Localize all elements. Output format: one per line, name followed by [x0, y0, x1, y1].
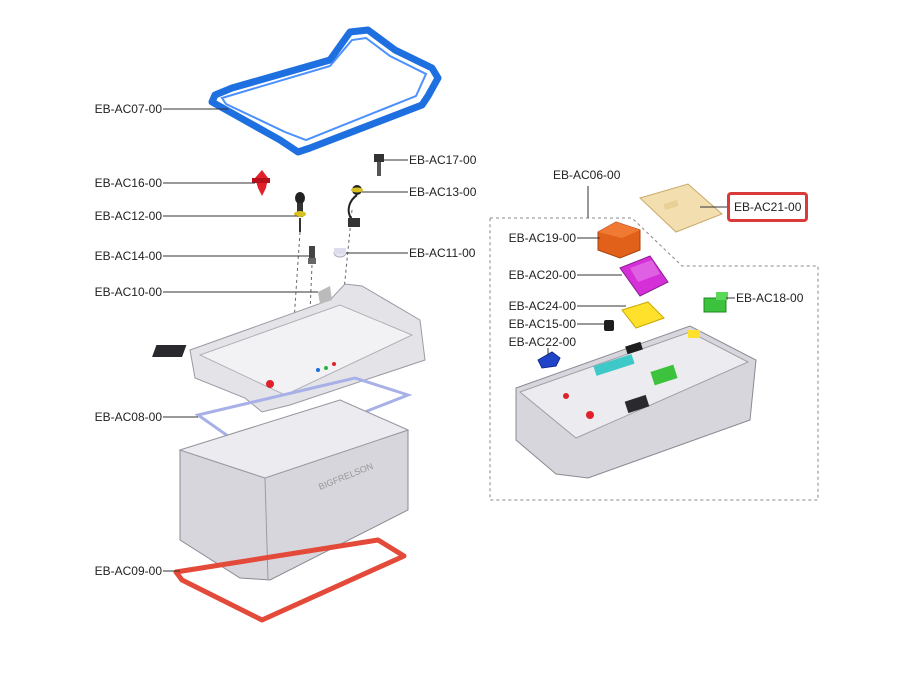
top-frame-part[interactable]	[208, 26, 442, 156]
orange-module-part[interactable]	[597, 221, 641, 259]
yellow-board-part[interactable]	[621, 301, 665, 329]
green-connector-part[interactable]	[703, 292, 728, 313]
label-eb-ac07[interactable]: EB-AC07-00	[94, 102, 162, 116]
label-eb-ac13[interactable]: EB-AC13-00	[409, 185, 477, 199]
label-eb-ac08[interactable]: EB-AC08-00	[94, 410, 162, 424]
label-eb-ac22[interactable]: EB-AC22-00	[508, 335, 576, 349]
base-tray-assembly[interactable]	[515, 325, 757, 479]
label-eb-ac14[interactable]: EB-AC14-00	[94, 249, 162, 263]
label-eb-ac21[interactable]: EB-AC21-00	[734, 200, 802, 214]
label-eb-ac06[interactable]: EB-AC06-00	[553, 168, 621, 182]
label-eb-ac24[interactable]: EB-AC24-00	[508, 299, 576, 313]
label-eb-ac15[interactable]: EB-AC15-00	[508, 317, 576, 331]
red-fitting-part[interactable]	[252, 170, 270, 196]
label-eb-ac17[interactable]: EB-AC17-00	[409, 153, 477, 167]
label-eb-ac11[interactable]: EB-AC11-00	[409, 246, 476, 260]
lid-part[interactable]	[152, 283, 426, 413]
beige-board-part[interactable]	[639, 183, 723, 233]
top-connector-part[interactable]	[374, 154, 384, 176]
magenta-module-part[interactable]	[619, 255, 669, 297]
valve-part[interactable]	[294, 192, 306, 232]
label-eb-ac20[interactable]: EB-AC20-00	[508, 268, 576, 282]
blue-clip-part[interactable]	[537, 351, 561, 369]
label-eb-ac12[interactable]: EB-AC12-00	[94, 209, 162, 223]
cable-part[interactable]	[347, 185, 363, 227]
small-connector-part[interactable]	[308, 246, 316, 264]
label-eb-ac10[interactable]: EB-AC10-00	[94, 285, 162, 299]
highlight-box	[727, 192, 808, 222]
base-frame-part[interactable]	[173, 537, 407, 623]
black-plug-part[interactable]	[604, 320, 614, 331]
label-eb-ac19[interactable]: EB-AC19-00	[508, 231, 576, 245]
label-eb-ac16[interactable]: EB-AC16-00	[94, 176, 162, 190]
label-eb-ac18[interactable]: EB-AC18-00	[736, 291, 804, 305]
housing-part[interactable]: BIGFRELSON	[178, 399, 410, 581]
cap-part[interactable]	[333, 248, 347, 258]
label-eb-ac09[interactable]: EB-AC09-00	[94, 564, 162, 578]
